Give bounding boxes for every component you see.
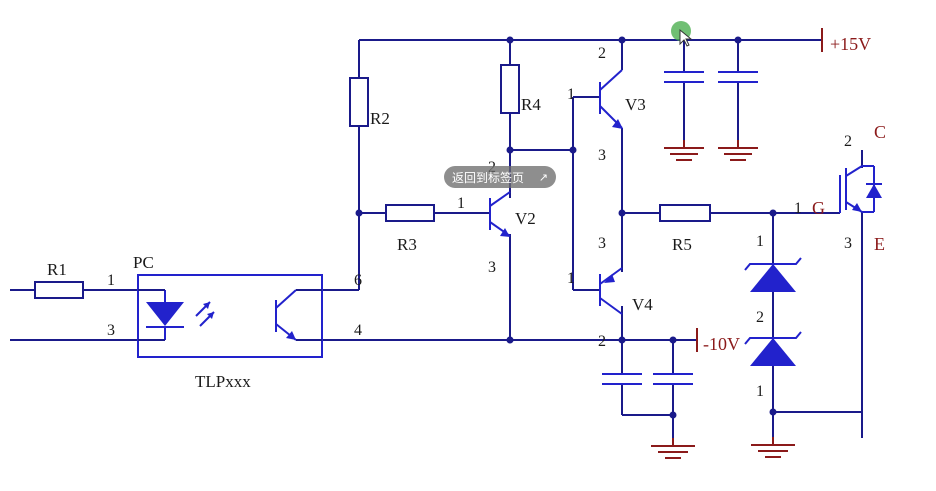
v2-collector-leg	[489, 191, 511, 207]
label-r3: R3	[397, 235, 417, 254]
igbt-arrow-icon	[852, 203, 862, 212]
external-link-icon: ↗	[538, 171, 548, 184]
junction	[506, 146, 514, 154]
igbt-collector-leg	[845, 165, 863, 177]
zener-lower-icon	[750, 338, 796, 366]
junction	[669, 336, 677, 344]
junction	[569, 146, 577, 154]
resistor-r2	[349, 77, 369, 127]
ground-icon	[651, 438, 695, 459]
pin-number: 6	[354, 272, 362, 289]
label-r1: R1	[47, 260, 67, 279]
transistor-v3	[599, 69, 623, 129]
junction	[618, 209, 626, 217]
junction	[618, 336, 626, 344]
pin-number: 1	[567, 86, 575, 103]
label-collector: C	[874, 122, 886, 142]
resistor-r1	[34, 281, 84, 299]
ground-icon	[718, 140, 758, 161]
resistor-r4	[500, 64, 520, 114]
pin-number: 3	[598, 235, 606, 252]
transistor-v2	[489, 191, 511, 237]
v3-arrow-icon	[612, 119, 623, 129]
label-plus15: +15V	[830, 34, 871, 54]
optocoupler	[137, 274, 323, 358]
pin-number: 1	[756, 233, 764, 250]
resistor-r5	[659, 204, 711, 222]
pin-number: 2	[756, 309, 764, 326]
igbt	[839, 150, 882, 213]
pin-number: 3	[107, 322, 115, 339]
phototransistor-arrow-icon	[286, 331, 296, 340]
label-v2: V2	[515, 209, 536, 228]
junction	[734, 36, 742, 44]
pin-number: 1	[457, 195, 465, 212]
led-icon	[146, 302, 184, 326]
pin-number: 1	[756, 383, 764, 400]
v2-arrow-icon	[500, 228, 510, 237]
capacitors	[602, 71, 758, 385]
label-gate: G	[812, 198, 825, 218]
ground-icon	[664, 140, 704, 161]
pin-number: 3	[844, 235, 852, 252]
label-v3: V3	[625, 95, 646, 114]
phototransistor-collector	[275, 289, 297, 309]
label-emitter: E	[874, 234, 885, 254]
label-r4: R4	[521, 95, 541, 114]
transistor-v4	[599, 267, 623, 315]
pin-number: 3	[598, 147, 606, 164]
back-to-tab-label: 返回到标签页	[452, 170, 525, 185]
label-minus10: -10V	[703, 334, 740, 354]
label-r2: R2	[370, 109, 390, 128]
label-pc: PC	[133, 253, 154, 272]
junction	[355, 209, 363, 217]
pin-number: 1	[107, 272, 115, 289]
pin-number: 1	[794, 200, 802, 217]
label-opto-part: TLPxxx	[195, 372, 251, 391]
back-to-tab-button[interactable]: 返回到标签页 ↗	[444, 166, 556, 188]
optocoupler-body	[137, 274, 323, 358]
label-r5: R5	[672, 235, 692, 254]
pin-number: 3	[488, 259, 496, 276]
pin-number: 2	[598, 333, 606, 350]
junction	[769, 408, 777, 416]
resistor-r3	[385, 204, 435, 222]
freewheel-diode-icon	[866, 184, 882, 198]
wires	[10, 39, 863, 438]
pin-number: 2	[844, 133, 852, 150]
light-arrow-head-icon	[207, 312, 214, 319]
light-arrow-head-icon	[203, 302, 210, 309]
ground-symbols	[651, 140, 795, 459]
zener-upper-icon	[750, 264, 796, 292]
ground-icon	[751, 437, 795, 458]
pin-number: 2	[598, 45, 606, 62]
label-v4: V4	[632, 295, 653, 314]
v3-collector-leg	[599, 69, 623, 91]
v4-arrow-icon	[604, 274, 615, 283]
pin-number: 1	[567, 270, 575, 287]
zener-diodes	[744, 257, 802, 366]
junction	[769, 209, 777, 217]
junction	[669, 411, 677, 419]
zener-lower-bar	[744, 331, 802, 345]
junction	[618, 36, 626, 44]
v4-collector-leg	[599, 297, 623, 315]
pin-number: 4	[354, 322, 362, 339]
junction	[506, 36, 514, 44]
zener-upper-bar	[744, 257, 802, 271]
junction	[506, 336, 514, 344]
junctions	[355, 36, 777, 419]
mouse-pointer-icon	[679, 28, 693, 47]
